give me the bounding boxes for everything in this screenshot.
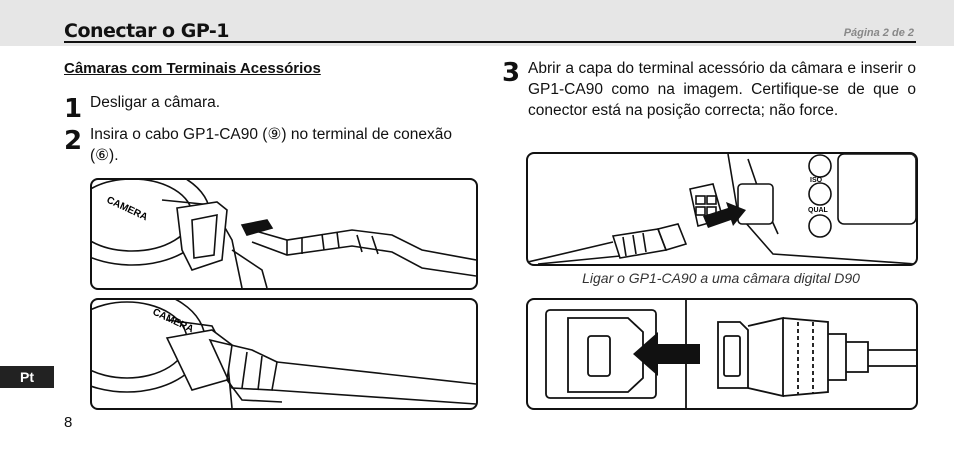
language-tab: Pt	[0, 366, 54, 388]
title-rule	[64, 41, 916, 43]
section-heading: Câmaras com Terminais Acessórios	[64, 60, 321, 77]
step-1-text: Desligar a câmara.	[90, 94, 221, 111]
step-1-number: 1	[64, 94, 83, 124]
step-3-text: Abrir a capa do terminal acessório da câ…	[528, 60, 916, 119]
figure-connector-detail	[526, 298, 918, 410]
step-2-number: 2	[64, 126, 83, 156]
page-title: Conectar o GP-1	[64, 20, 230, 42]
page-indicator: Página 2 de 2	[843, 27, 914, 39]
figure-cable-connected: CAMERA	[90, 298, 478, 410]
figure-connector-detail-drawing	[545, 300, 916, 408]
figure-cable-insert: CAMERA	[90, 178, 478, 290]
page-header	[0, 0, 954, 46]
figure-cable-connected-drawing: CAMERA	[92, 300, 476, 408]
page-number: 8	[64, 414, 73, 431]
step-2-text: Insira o cabo GP1-CA90 (⑨) no terminal d…	[90, 126, 452, 164]
figure-d90-connection-drawing: ISO QUAL	[528, 154, 916, 264]
figure-caption: Ligar o GP1-CA90 a uma câmara digital D9…	[582, 270, 860, 286]
figure-cable-insert-drawing: CAMERA	[92, 180, 476, 288]
camera-label-1: CAMERA	[105, 195, 149, 224]
qual-button-label: QUAL	[808, 207, 829, 214]
figure-d90-connection: ISO QUAL	[526, 152, 918, 266]
camera-label-2: CAMERA	[151, 307, 195, 336]
iso-button-label: ISO	[810, 177, 823, 184]
step-3-number: 3	[502, 58, 521, 88]
